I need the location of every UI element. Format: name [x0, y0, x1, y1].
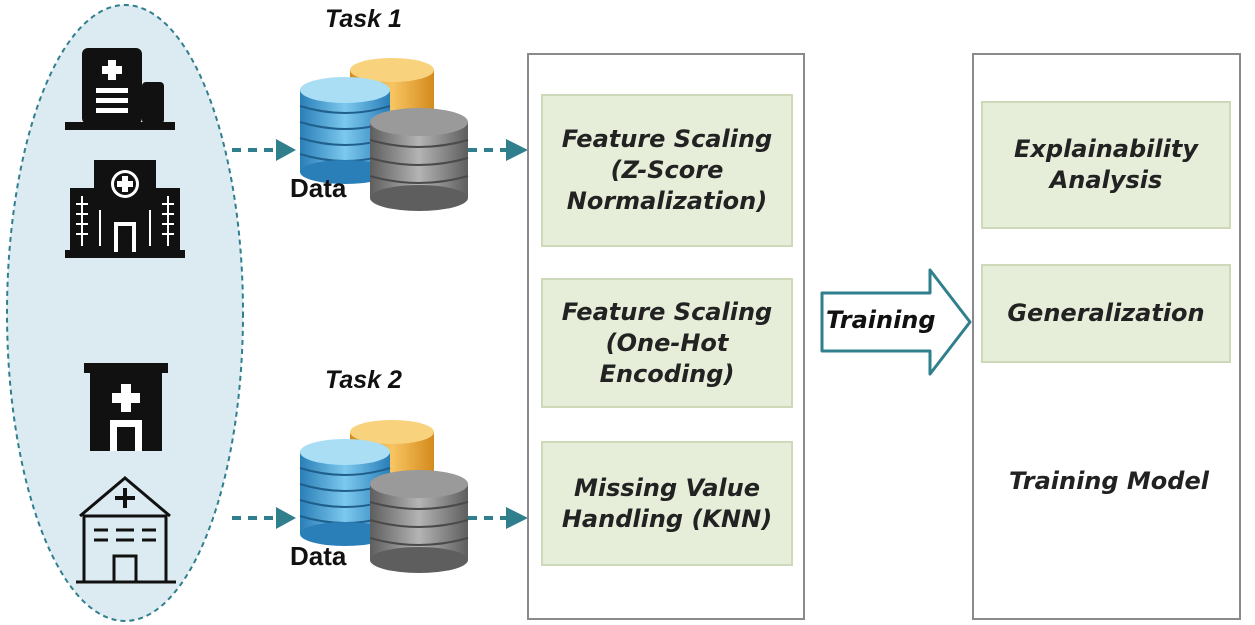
explainability-analysis-box: Explainability Analysis	[981, 101, 1231, 229]
training-arrow-label: Training	[826, 306, 936, 334]
hospital-building-icon	[65, 160, 185, 258]
hospital-outline-icon	[76, 476, 176, 584]
hospital-group	[6, 4, 244, 622]
data-label-top: Data	[290, 173, 347, 203]
feature-scaling-onehot-box: Feature Scaling (One-Hot Encoding)	[541, 278, 793, 408]
task-1-label: Task 1	[325, 5, 402, 33]
training-arrow	[820, 268, 972, 376]
data-label-bottom: Data	[290, 541, 347, 571]
missing-value-handling-box: Missing Value Handling (KNN)	[541, 441, 793, 566]
generalization-box: Generalization	[981, 264, 1231, 363]
hospital-icon	[65, 48, 175, 130]
feature-scaling-zscore-box: Feature Scaling (Z-Score Normalization)	[541, 94, 793, 247]
training-model-label: Training Model	[1009, 467, 1209, 495]
hospital-clinic-icon	[84, 363, 168, 451]
task-2-label: Task 2	[325, 366, 402, 394]
